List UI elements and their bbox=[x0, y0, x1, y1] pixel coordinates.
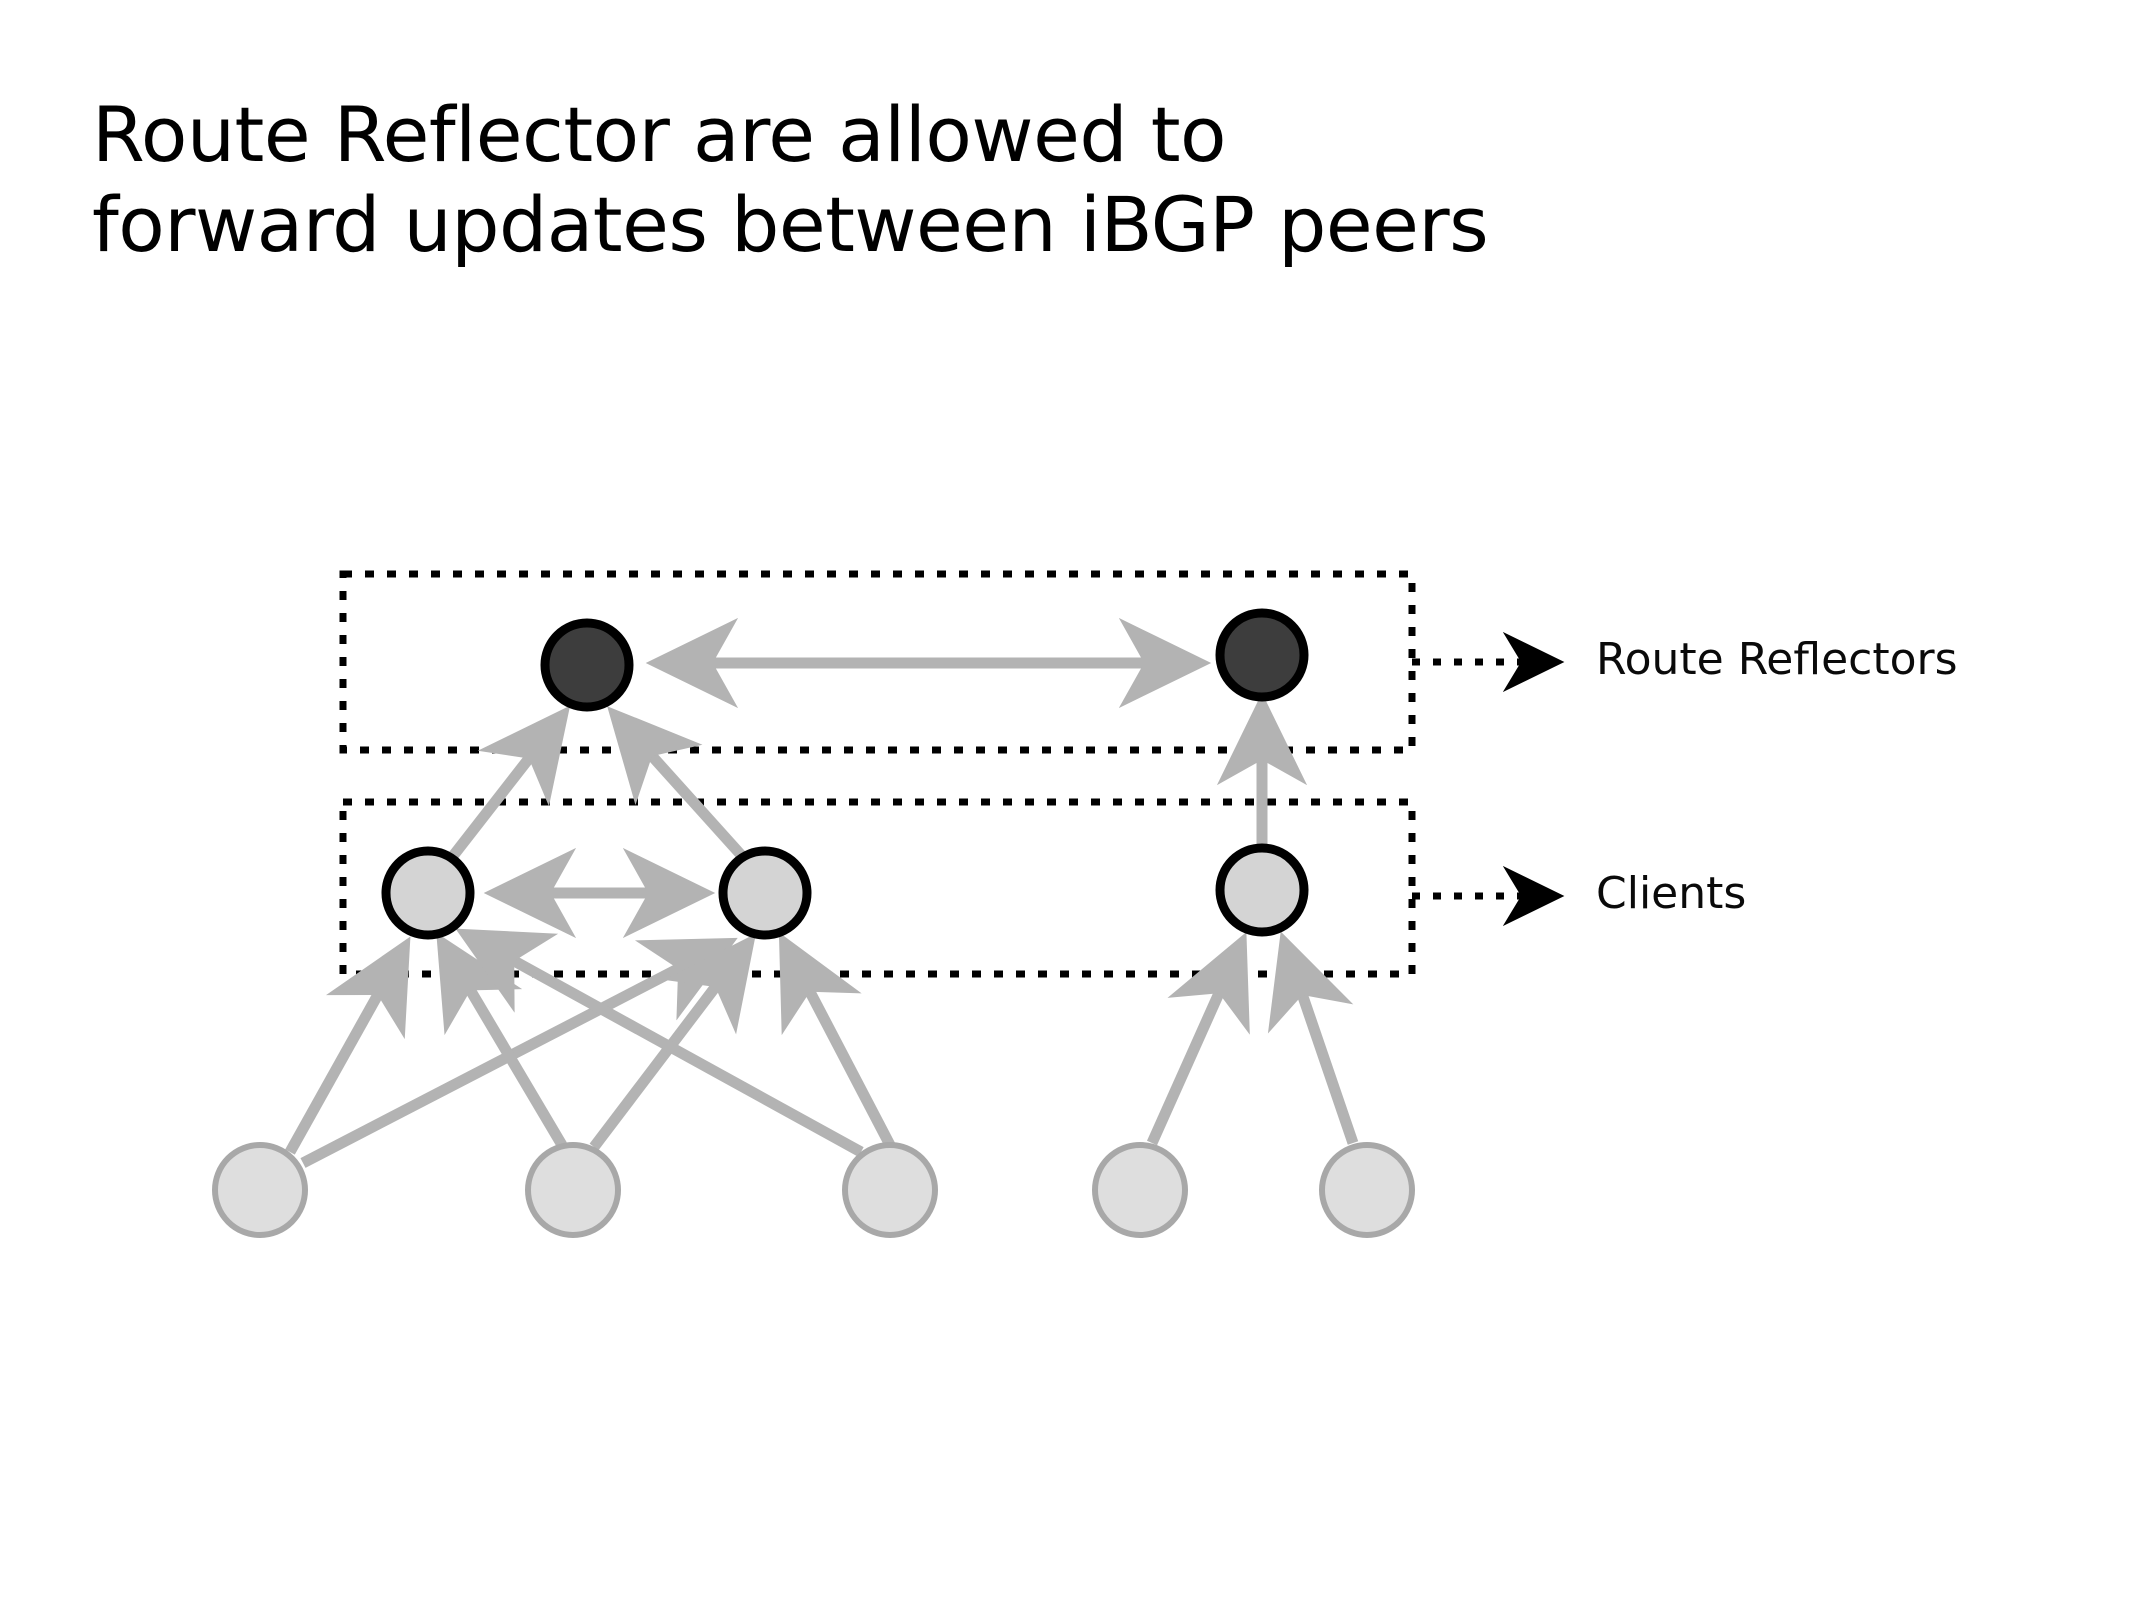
route-reflector-nodes bbox=[540, 608, 1309, 712]
route-reflectors-group-box bbox=[339, 570, 1416, 754]
edges-routers-to-client-right bbox=[1146, 931, 1359, 1146]
link-c2-to-rr1 bbox=[607, 706, 747, 860]
edges-clients-to-reflectors bbox=[448, 692, 1308, 860]
link-c1-to-rr1 bbox=[448, 705, 571, 860]
link-r3-to-c2 bbox=[778, 932, 895, 1148]
client-node[interactable] bbox=[381, 846, 475, 940]
router-node[interactable] bbox=[1092, 1142, 1188, 1238]
router-node[interactable] bbox=[525, 1142, 621, 1238]
clients-label: Clients bbox=[1596, 868, 1747, 919]
link-r1-to-c2 bbox=[300, 937, 738, 1168]
client-nodes bbox=[381, 843, 1309, 940]
route-reflector-node[interactable] bbox=[1215, 608, 1309, 702]
link-r4-to-c3 bbox=[1146, 931, 1250, 1146]
route-reflectors-label: Route Reflectors bbox=[1596, 634, 1958, 685]
router-node[interactable] bbox=[842, 1142, 938, 1238]
page-title: Route Reflector are allowed to forward u… bbox=[92, 90, 1489, 269]
clients-group-box bbox=[339, 798, 1416, 978]
edges-routers-to-clients bbox=[285, 928, 895, 1168]
link-r5-to-c3 bbox=[1267, 931, 1359, 1145]
link-r3-to-c1 bbox=[455, 928, 864, 1157]
client-node[interactable] bbox=[1215, 843, 1309, 937]
router-nodes bbox=[212, 1142, 1415, 1238]
router-node[interactable] bbox=[212, 1142, 308, 1238]
client-node[interactable] bbox=[718, 846, 812, 940]
route-reflector-node[interactable] bbox=[540, 618, 634, 712]
router-node[interactable] bbox=[1319, 1142, 1415, 1238]
peer-sessions bbox=[483, 617, 1212, 939]
callout-pointers bbox=[1412, 631, 1565, 927]
link-r1-to-c1 bbox=[285, 936, 411, 1155]
